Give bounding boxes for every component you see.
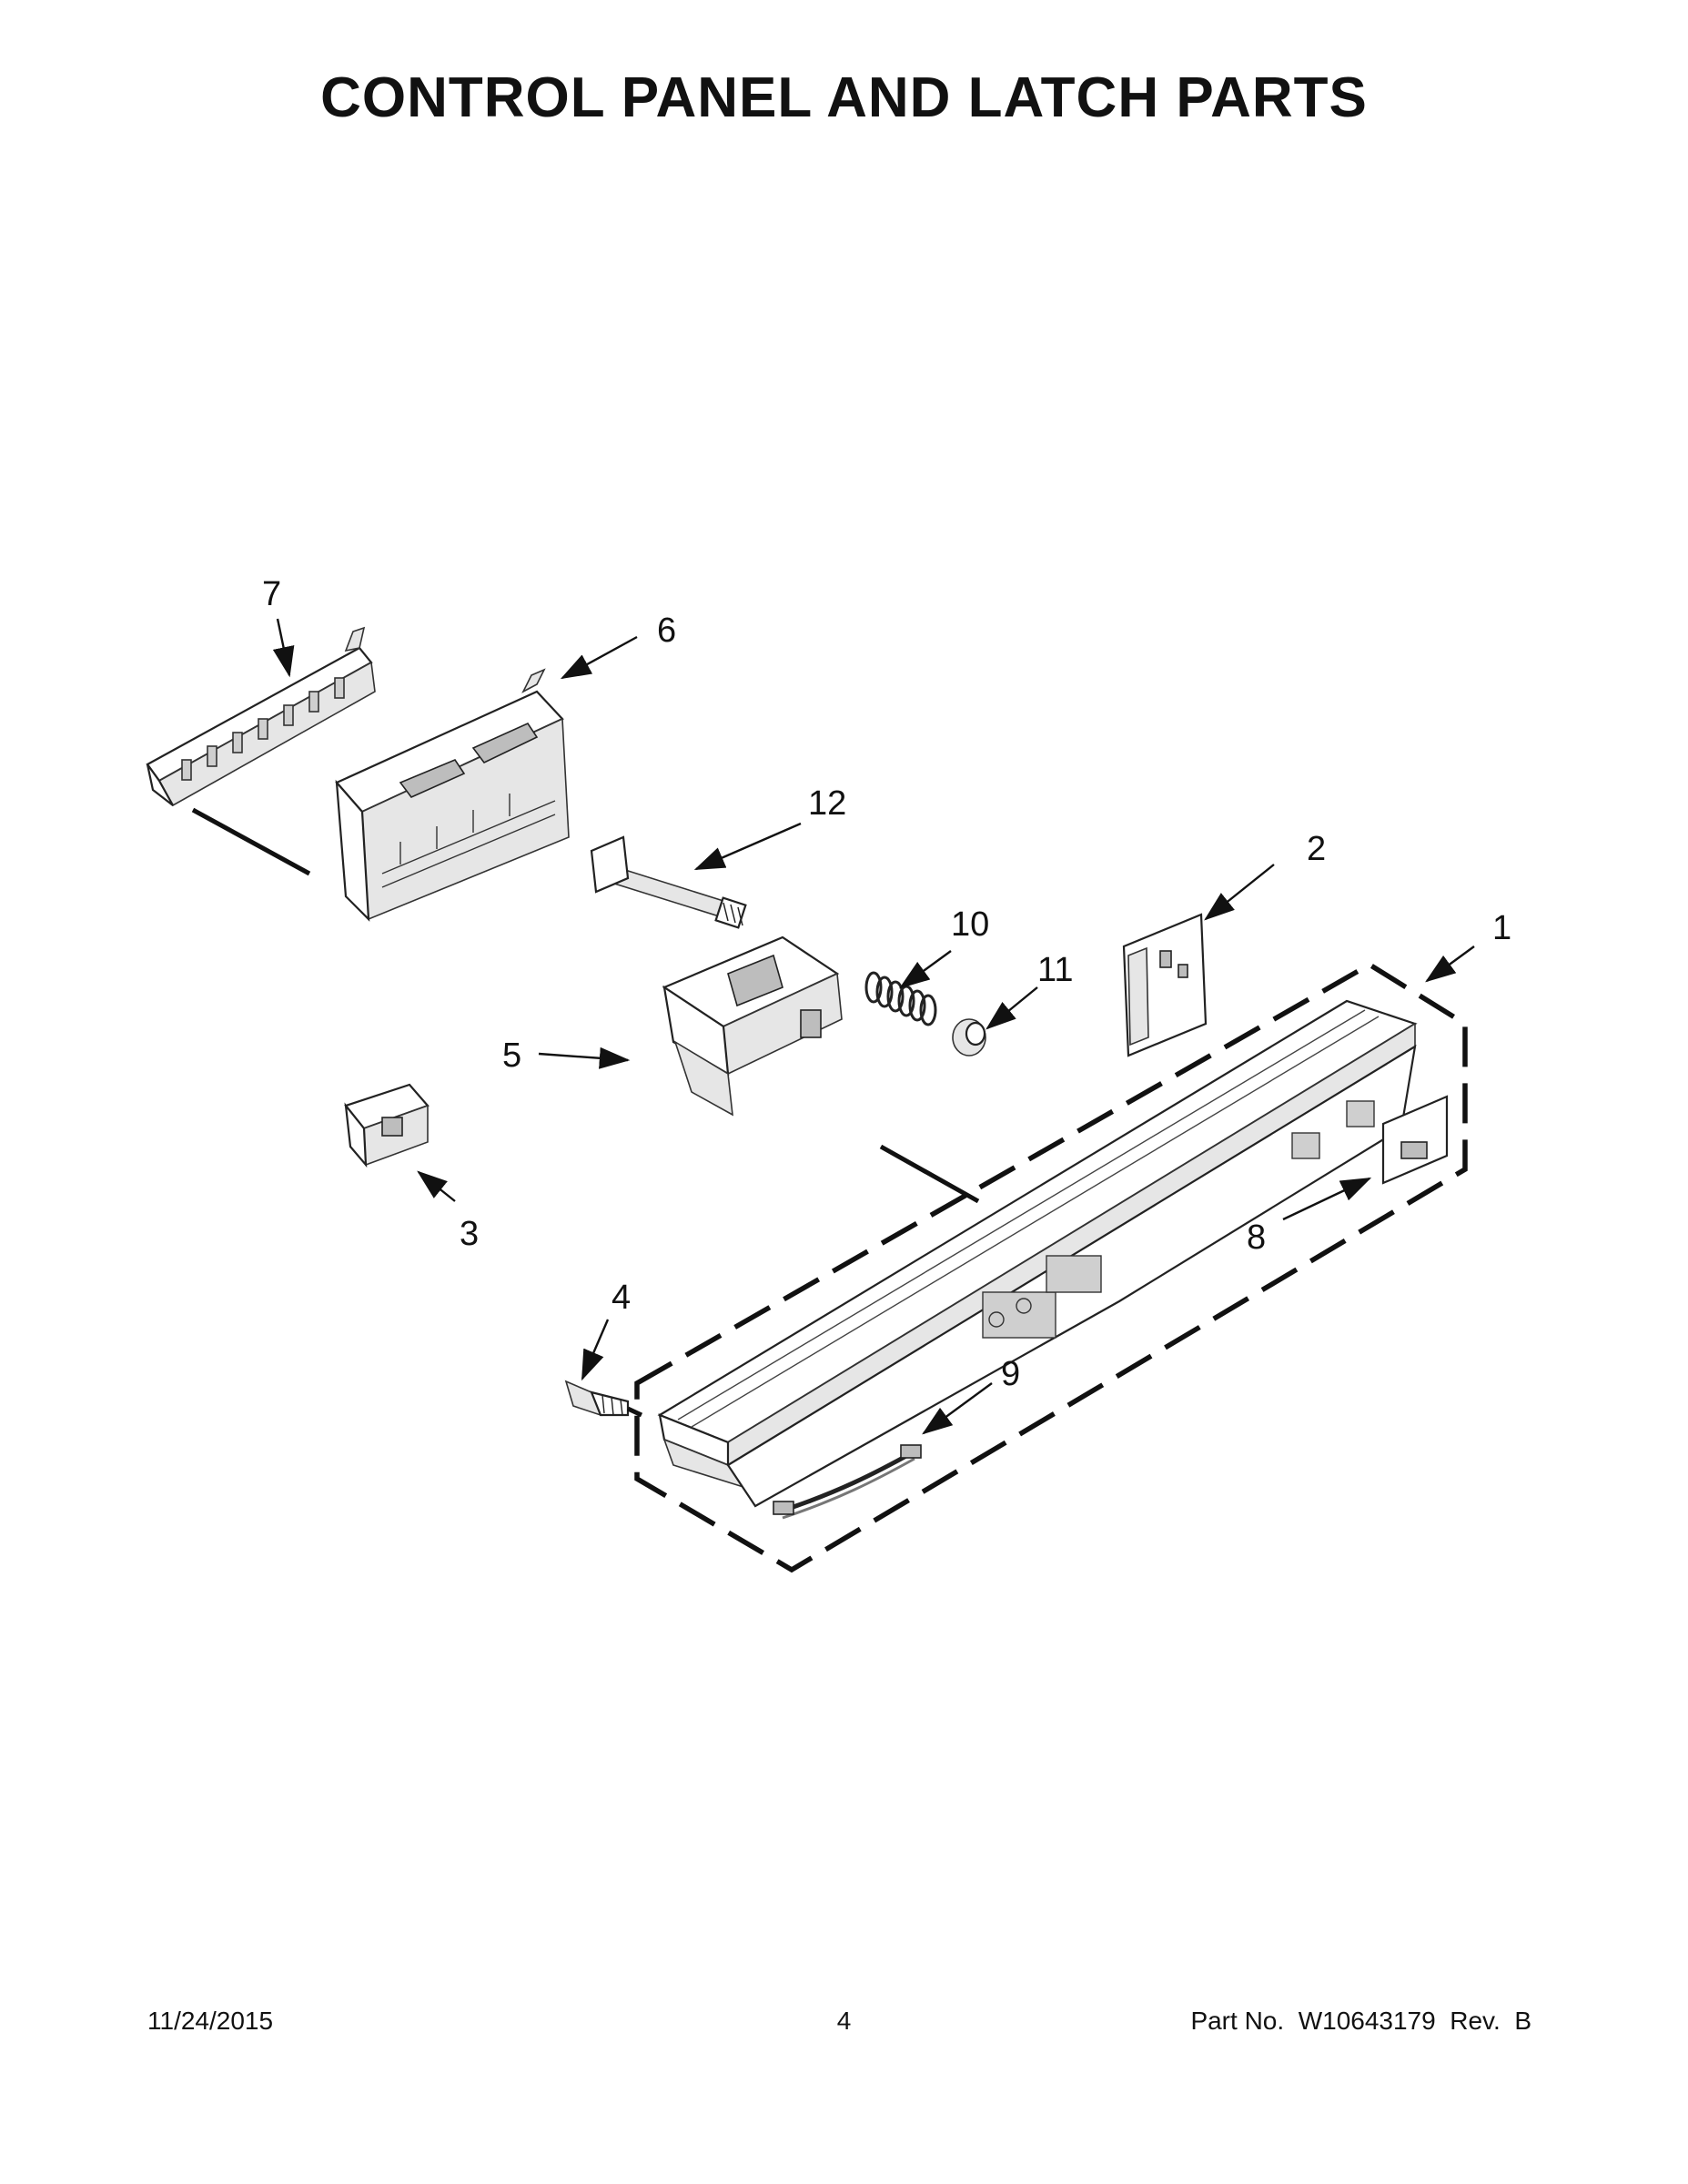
part-2-shield (1122, 913, 1208, 1057)
callout-12: 12 (808, 784, 846, 823)
part-10-spring (864, 971, 937, 1026)
callout-2: 2 (1307, 830, 1326, 868)
part-6-control-housing (335, 668, 570, 922)
page-title: CONTROL PANEL AND LATCH PARTS (320, 66, 1368, 129)
part-7-bracket (146, 626, 376, 807)
callout-5: 5 (502, 1036, 521, 1075)
part-11-cap (952, 1018, 986, 1057)
part-1-control-panel (657, 999, 1418, 1508)
footer-date: 11/24/2015 (147, 2007, 274, 2035)
part-4-screw (564, 1380, 630, 1417)
part-12-latch-shaft (590, 835, 747, 929)
footer-page-number: 4 (836, 2007, 852, 2035)
footer-part-number: Part No. W10643179 Rev. B (1190, 2007, 1531, 2035)
callout-7: 7 (262, 575, 281, 613)
part-8-control-board (1381, 1095, 1449, 1185)
callout-4: 4 (612, 1279, 631, 1317)
callout-11: 11 (1037, 951, 1073, 989)
assembly-line-5-1 (879, 1144, 980, 1204)
callout-1: 1 (1492, 909, 1511, 947)
leader-arrows (272, 618, 1475, 1435)
callout-6: 6 (657, 612, 676, 650)
part-9-wire-harness (773, 1444, 922, 1520)
callout-3: 3 (460, 1215, 479, 1253)
assembly-outline (634, 961, 1468, 1573)
part-3-clip (344, 1083, 430, 1168)
assembly-line-4-1 (626, 1406, 643, 1418)
callout-8: 8 (1247, 1218, 1266, 1257)
part-5-latch-body (662, 935, 843, 1117)
callout-10: 10 (951, 905, 989, 944)
assembly-line-7-6 (191, 807, 311, 876)
callout-9: 9 (1001, 1355, 1020, 1393)
